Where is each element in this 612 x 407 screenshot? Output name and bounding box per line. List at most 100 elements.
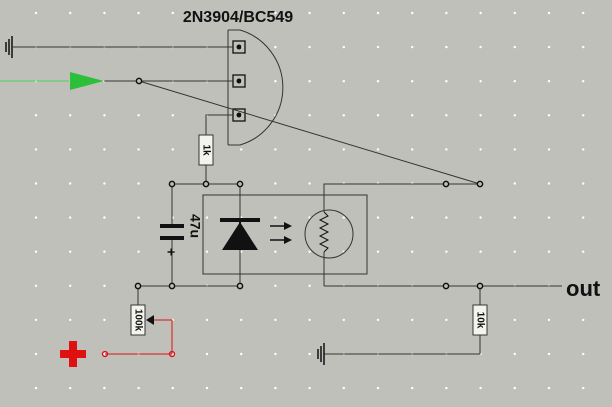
junction-node xyxy=(476,282,484,290)
grid-dot xyxy=(240,386,243,390)
grid-dot xyxy=(445,45,448,49)
grid-dot xyxy=(342,114,345,117)
grid-dot xyxy=(274,284,277,287)
grid-dot xyxy=(547,80,551,83)
grid-dot xyxy=(34,182,38,185)
grid-dot xyxy=(34,318,38,322)
grid-dot xyxy=(171,11,174,15)
capacitor[interactable] xyxy=(160,224,184,240)
junction-nodes xyxy=(134,77,484,290)
grid-dot xyxy=(582,318,585,322)
grid-dot xyxy=(582,352,585,356)
grid-dot xyxy=(274,250,277,253)
grid-dot xyxy=(411,386,414,390)
grid-dot xyxy=(205,352,209,356)
grid-dot xyxy=(342,318,345,322)
grid-dot xyxy=(103,182,106,185)
grid-dot xyxy=(411,11,414,15)
grid-dot xyxy=(103,318,106,322)
grid-dot xyxy=(240,352,243,356)
grid-dot xyxy=(34,284,38,287)
grid-dot xyxy=(411,80,414,83)
grid-dot xyxy=(137,148,140,151)
junction-node xyxy=(168,180,176,188)
wiper-arrow-icon xyxy=(146,315,154,325)
grid-dot xyxy=(411,216,414,219)
grid-dot xyxy=(103,352,106,356)
grid-dot xyxy=(308,45,311,49)
supply-plus-icon[interactable] xyxy=(60,341,86,367)
grid-dot xyxy=(274,386,277,390)
grid-dot xyxy=(342,148,345,151)
grid-dot xyxy=(582,80,585,83)
grid-dot xyxy=(342,80,345,83)
grid-dot xyxy=(376,250,380,253)
grid-dot xyxy=(445,114,448,117)
grid-dot xyxy=(376,114,380,117)
grid-dot xyxy=(479,114,482,117)
grid-dot xyxy=(69,250,72,253)
grid-dot xyxy=(34,250,38,253)
grid-dot xyxy=(103,114,106,117)
wire-diagonal xyxy=(138,80,481,185)
grid-dot xyxy=(411,114,414,117)
grid-dot xyxy=(274,318,277,322)
grid-dot xyxy=(34,114,38,117)
potentiometer-100k[interactable] xyxy=(130,304,146,336)
grid-dot xyxy=(547,11,551,15)
grid-dot xyxy=(547,114,551,117)
ldr-photoresistor xyxy=(304,195,354,286)
potentiometer-100k-label: 100k xyxy=(132,309,143,332)
grid-dot xyxy=(274,216,277,219)
grid-dot xyxy=(411,250,414,253)
grid-dot xyxy=(308,11,311,15)
grid-dot xyxy=(274,80,277,83)
grid-dot xyxy=(69,11,72,15)
grid-dot xyxy=(171,386,174,390)
grid-dot xyxy=(376,80,380,83)
grid-dot xyxy=(479,11,482,15)
junction-node xyxy=(442,282,450,290)
grid-dot xyxy=(513,11,516,15)
grid-dot xyxy=(445,216,448,219)
grid-dot xyxy=(69,284,72,287)
grid-dot xyxy=(103,284,106,287)
led-symbol xyxy=(220,218,260,250)
grid-dot xyxy=(513,148,516,151)
grid-dot xyxy=(34,386,38,390)
junction-node xyxy=(134,282,142,290)
grid-dot xyxy=(34,352,38,356)
grid-dot xyxy=(69,114,72,117)
grid-dot xyxy=(137,250,140,253)
grid-dot xyxy=(274,182,277,185)
grid-dot xyxy=(513,216,516,219)
grid-dot xyxy=(479,148,482,151)
grid-dot xyxy=(342,11,345,15)
input-probe-arrow[interactable] xyxy=(70,72,104,90)
grid-dot xyxy=(205,318,209,322)
grid-dot xyxy=(445,250,448,253)
grid-dot xyxy=(308,114,311,117)
grid-dot xyxy=(479,250,482,253)
grid-dot xyxy=(103,216,106,219)
grid-dot xyxy=(376,386,380,390)
grid-dot xyxy=(376,11,380,15)
grid-dot xyxy=(171,148,174,151)
grid-dot xyxy=(137,114,140,117)
grid-dot xyxy=(376,318,380,322)
transistor-label: 2N3904/BC549 xyxy=(183,9,293,26)
grid-dot xyxy=(445,386,448,390)
grid-dot xyxy=(479,80,482,83)
grid-dot xyxy=(274,11,277,15)
grid-dot xyxy=(582,148,585,151)
grid-dot xyxy=(34,11,38,15)
grid-dot xyxy=(240,148,243,151)
optocoupler[interactable] xyxy=(202,194,368,275)
grid-dot xyxy=(582,11,585,15)
grid-dot xyxy=(274,148,277,151)
grid-dot xyxy=(513,80,516,83)
grid-dot xyxy=(445,11,448,15)
grid-dot xyxy=(69,148,72,151)
